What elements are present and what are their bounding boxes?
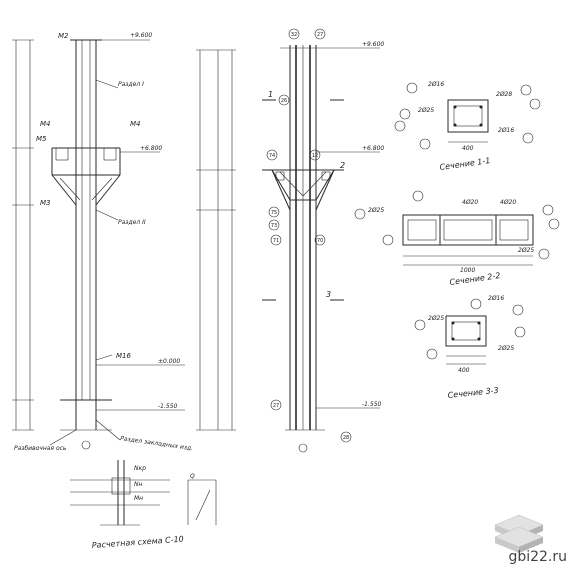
right-section-1: 1 (268, 90, 273, 99)
right-level-top: +9.600 (362, 41, 384, 48)
right-column-elevation (196, 28, 380, 453)
callout-number: 27 (273, 403, 279, 409)
brand-site: gbi22.ru (508, 549, 567, 565)
callout-number: 73 (271, 223, 277, 229)
calc-label-c: Mн (134, 495, 143, 502)
section-1-rebar-d: 2Ø16 (498, 127, 514, 134)
left-note-bolts: Раздел закладных изд. (120, 435, 194, 452)
left-level-consol: +6.800 (140, 145, 162, 152)
section-2-dim: 1000 (460, 267, 475, 274)
left-level-bottom: -1.550 (158, 403, 178, 410)
section-3-3 (414, 298, 526, 365)
right-level-consol: +6.800 (362, 145, 384, 152)
brand-logo-icon (494, 514, 544, 553)
section-3-rebar-a: 2Ø16 (488, 295, 504, 302)
right-section-2: 2 (340, 161, 345, 170)
callout-number: 70 (317, 238, 323, 244)
left-mark-m3: M3 (40, 199, 51, 207)
section-1-rebar-b: 2Ø25 (418, 107, 434, 114)
calc-label-d: Q (190, 473, 195, 480)
left-level-top: +9.600 (130, 32, 152, 39)
section-2-rebar-b: 4Ø20 (462, 199, 478, 206)
section-1-1 (394, 82, 541, 150)
callout-number: 28 (343, 435, 349, 441)
left-level-zero: ±0.000 (158, 358, 180, 365)
section-1-rebar-c: 2Ø28 (496, 91, 512, 98)
calc-scheme-title: Расчетная схема С-10 (92, 535, 185, 550)
left-mark-m16: M16 (116, 352, 131, 360)
callout-number: 74 (269, 153, 275, 159)
section-2-rebar-c: 4Ø20 (500, 199, 516, 206)
callout-number: 71 (273, 238, 279, 244)
left-column-elevation (12, 39, 185, 450)
left-mark-m4-right: M4 (130, 120, 141, 128)
callout-number: 26 (281, 98, 287, 104)
callout-number: 27 (317, 32, 323, 38)
callout-number: 12 (312, 153, 318, 159)
section-2-2 (354, 190, 560, 266)
callout-number: 32 (291, 32, 297, 38)
right-level-bottom: -1.550 (362, 401, 382, 408)
section-2-rebar-d: 2Ø25 (518, 247, 534, 254)
left-note-bottom: Разбивочная ось (14, 445, 67, 452)
section-3-title: Сечение 3-3 (447, 386, 499, 400)
section-3-dim: 400 (458, 367, 470, 374)
section-1-title: Сечение 1-1 (439, 156, 491, 172)
calc-scheme (70, 460, 217, 526)
calc-label-a: Nкр (134, 465, 146, 472)
section-2-rebar-a: 2Ø25 (368, 207, 384, 214)
left-mark-m5: M5 (36, 135, 47, 143)
section-1-rebar-a: 2Ø16 (428, 81, 444, 88)
left-mark-m4-left: M4 (40, 120, 51, 128)
callout-number: 75 (271, 210, 277, 216)
section-3-rebar-c: 2Ø25 (498, 345, 514, 352)
section-3-rebar-b: 2Ø25 (428, 315, 444, 322)
right-section-3: 3 (326, 290, 331, 299)
calc-label-b: Nн (134, 481, 142, 488)
left-note-anchor-2: Раздел II (118, 219, 146, 226)
left-note-anchor: Раздел I (118, 81, 144, 88)
section-1-dim: 400 (462, 145, 474, 152)
left-mark-top: M2 (58, 32, 69, 40)
